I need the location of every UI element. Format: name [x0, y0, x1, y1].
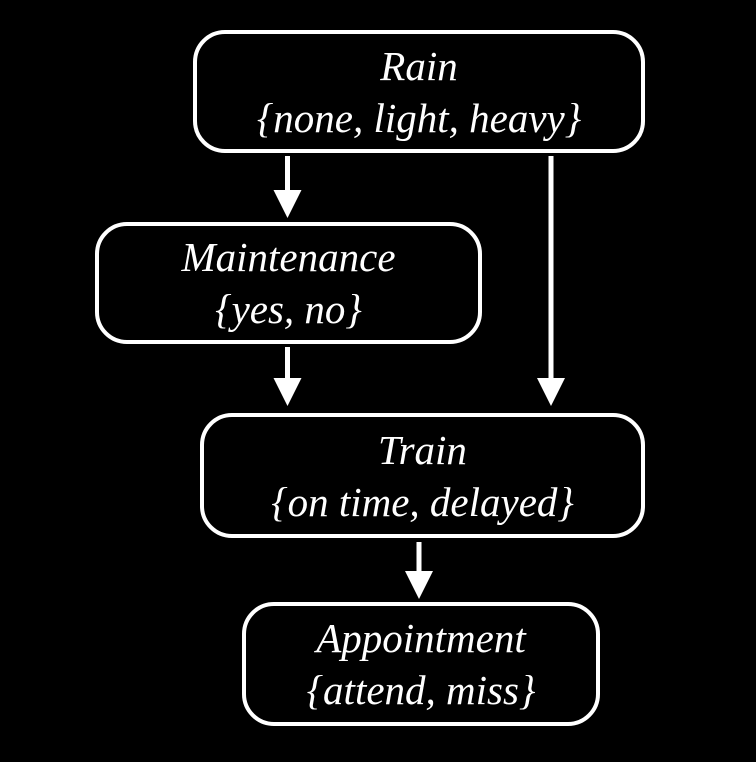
- node-train: Train {on time, delayed}: [200, 413, 645, 538]
- arrow-rain-to-maintenance: [273, 156, 302, 218]
- node-rain-values: {none, light, heavy}: [256, 94, 582, 141]
- node-train-values: {on time, delayed}: [271, 478, 574, 525]
- node-appointment-label: Appointment: [316, 615, 526, 661]
- arrow-train-to-appointment: [405, 542, 433, 599]
- arrow-maintenance-to-train: [273, 347, 302, 406]
- node-maintenance-values: {yes, no}: [215, 286, 362, 332]
- node-maintenance: Maintenance {yes, no}: [95, 222, 482, 344]
- node-appointment: Appointment {attend, miss}: [242, 602, 600, 726]
- arrow-rain-to-train: [537, 156, 565, 406]
- node-rain-label: Rain: [380, 42, 458, 89]
- node-maintenance-label: Maintenance: [181, 234, 396, 280]
- node-rain: Rain {none, light, heavy}: [193, 30, 645, 153]
- node-appointment-values: {attend, miss}: [306, 667, 536, 713]
- node-train-label: Train: [378, 426, 467, 473]
